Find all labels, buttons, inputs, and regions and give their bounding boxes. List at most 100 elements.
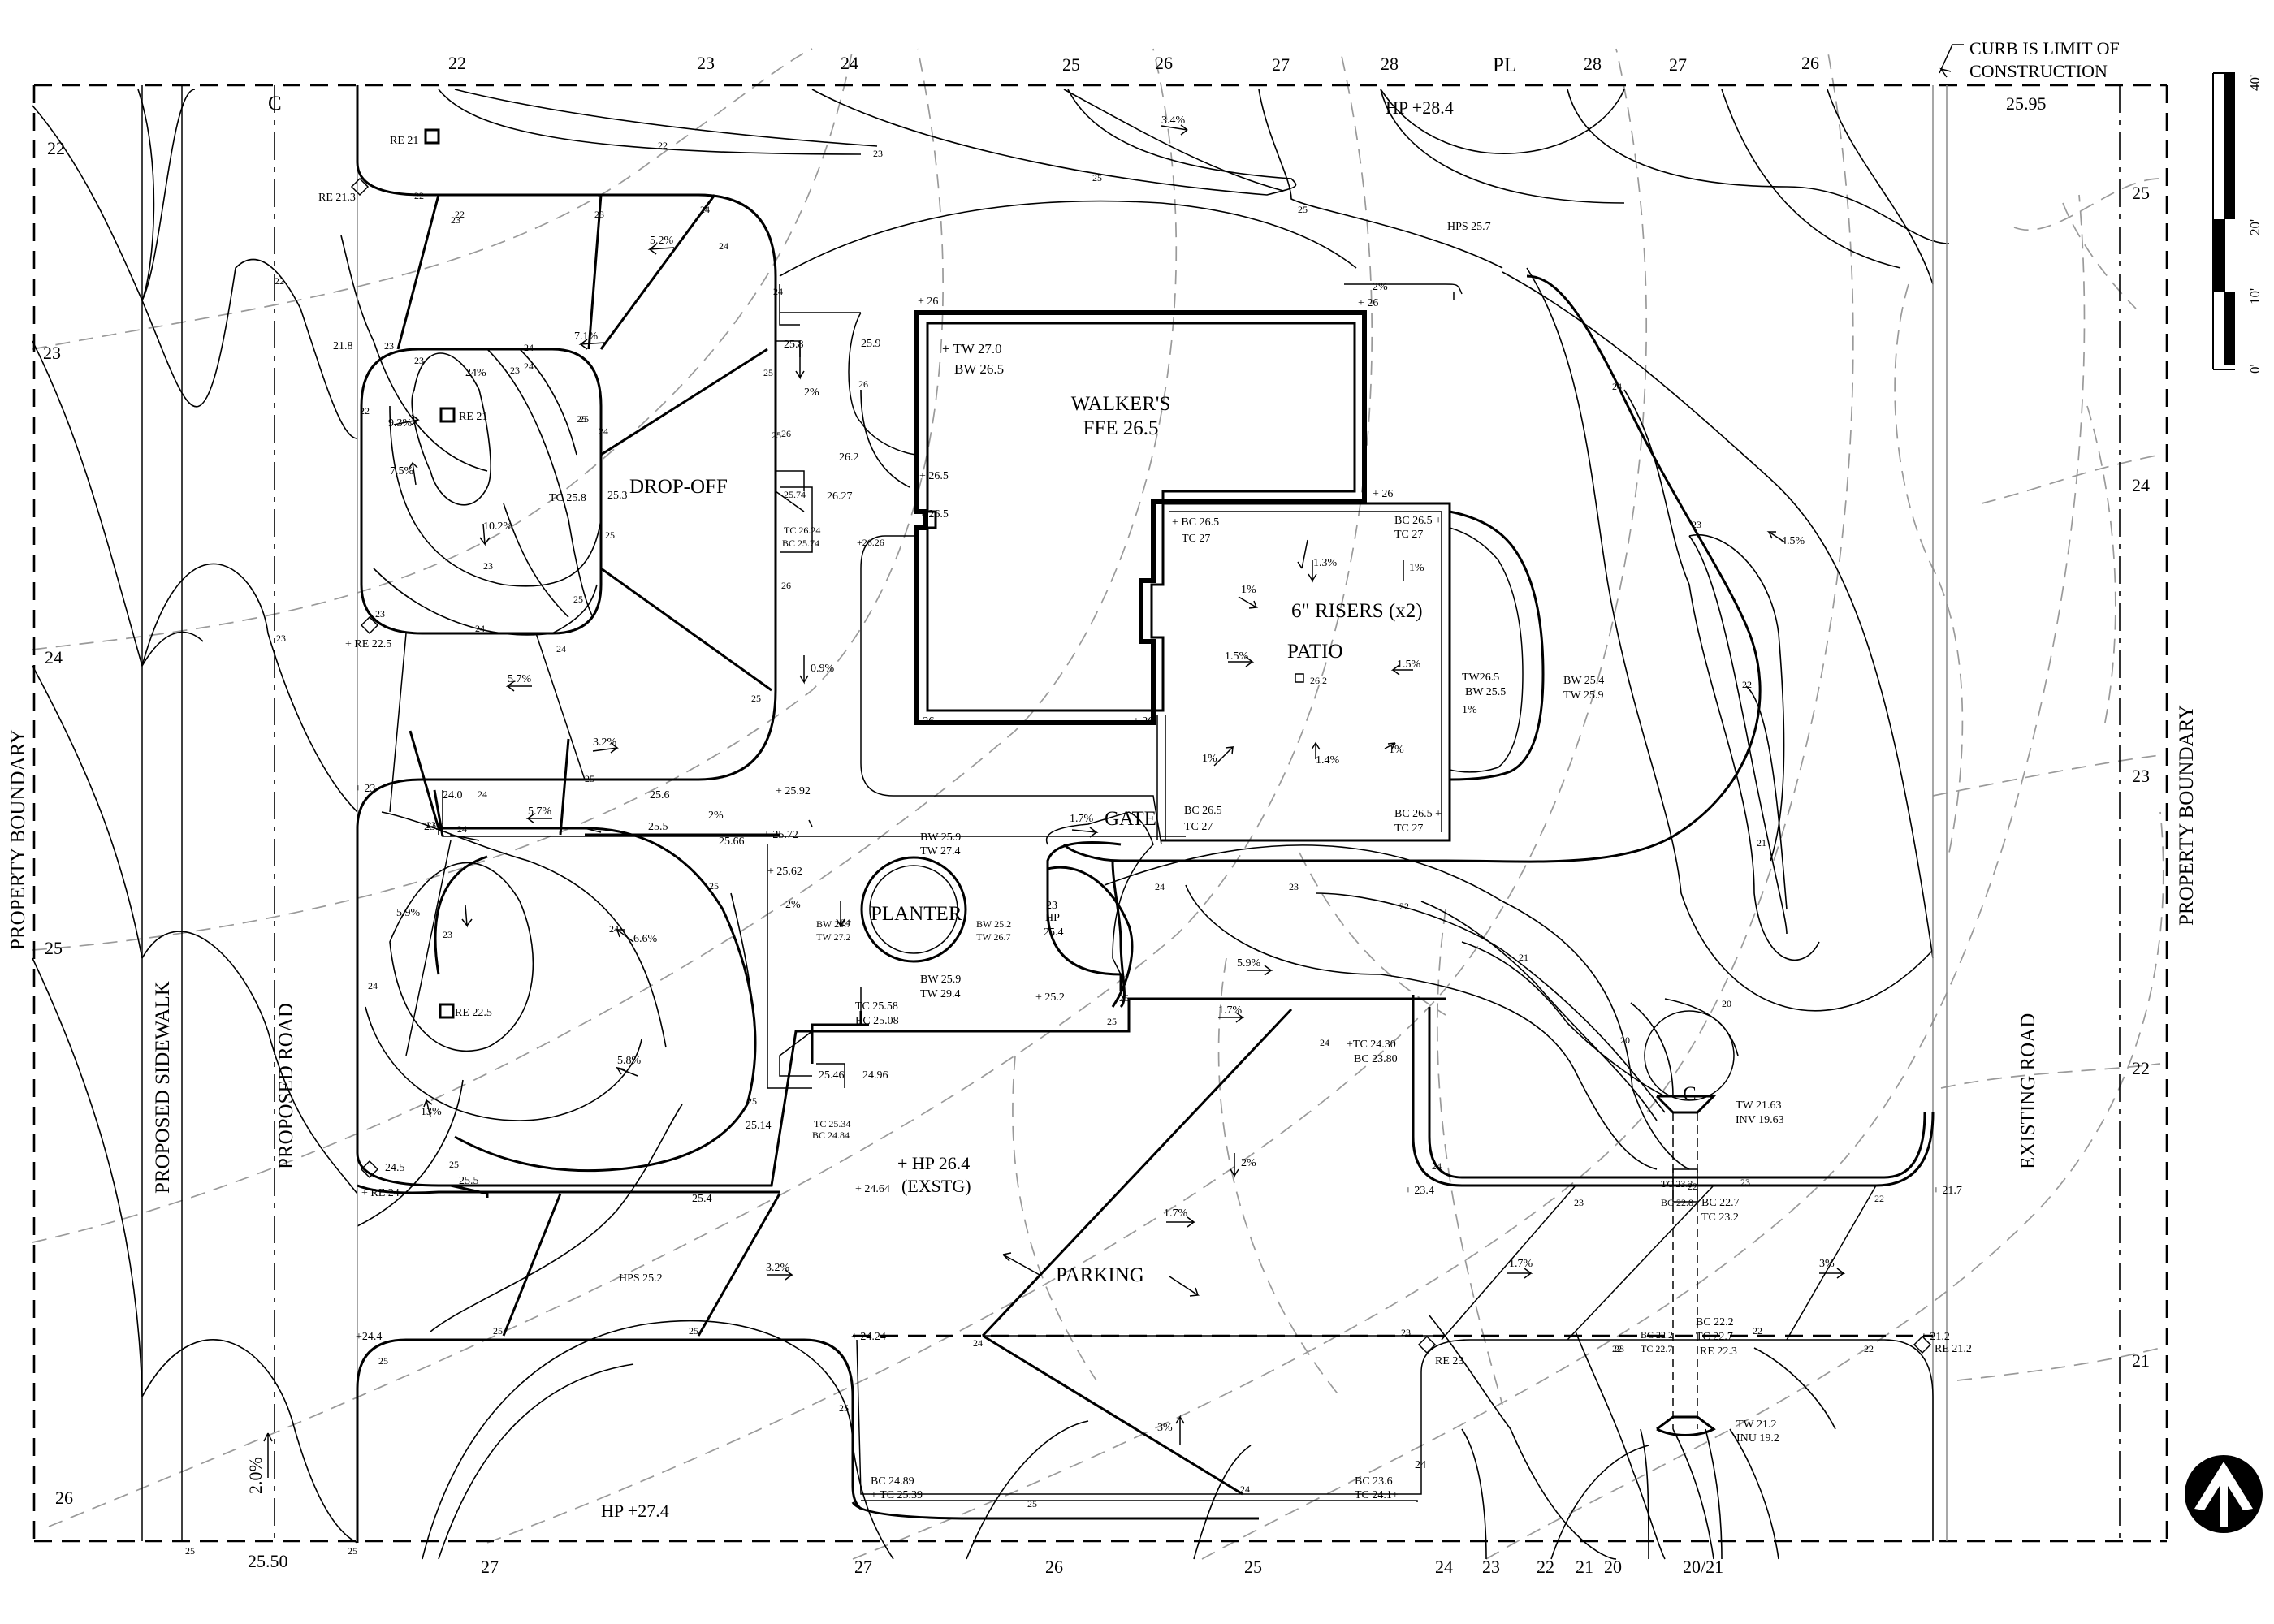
boundaries bbox=[32, 84, 2168, 1543]
svg-text:TW 25.9: TW 25.9 bbox=[1563, 689, 1604, 702]
svg-text:HP +28.4: HP +28.4 bbox=[1386, 97, 1454, 118]
svg-text:RE 22.3: RE 22.3 bbox=[1700, 1345, 1737, 1358]
svg-text:25: 25 bbox=[1027, 1498, 1037, 1510]
svg-text:25.66: 25.66 bbox=[719, 836, 745, 848]
svg-text:BC 26.5: BC 26.5 bbox=[1184, 805, 1222, 817]
svg-text:26.2: 26.2 bbox=[839, 451, 859, 464]
svg-text:BC 22.7: BC 22.7 bbox=[1701, 1197, 1740, 1209]
svg-text:25.14: 25.14 bbox=[746, 1120, 772, 1132]
svg-text:25: 25 bbox=[709, 880, 719, 892]
svg-text:TC 27: TC 27 bbox=[1184, 821, 1213, 833]
svg-text:5.7%: 5.7% bbox=[508, 673, 532, 685]
svg-text:+26.26: +26.26 bbox=[857, 537, 884, 548]
svg-text:25: 25 bbox=[1244, 1557, 1262, 1577]
svg-text:25.6: 25.6 bbox=[650, 789, 670, 801]
svg-text:RE 23: RE 23 bbox=[1435, 1355, 1463, 1367]
svg-text:1.7%: 1.7% bbox=[1164, 1207, 1188, 1220]
svg-text:TC 27: TC 27 bbox=[1182, 533, 1210, 545]
svg-text:23: 23 bbox=[451, 214, 460, 226]
svg-text:22: 22 bbox=[2132, 1058, 2150, 1078]
svg-text:23: 23 bbox=[375, 608, 385, 620]
svg-text:BW 25.9: BW 25.9 bbox=[920, 974, 961, 986]
svg-text:3.2%: 3.2% bbox=[766, 1262, 790, 1274]
svg-text:23: 23 bbox=[873, 148, 883, 159]
svg-text:TC 24.1+: TC 24.1+ bbox=[1355, 1489, 1399, 1501]
svg-text:24: 24 bbox=[475, 623, 485, 634]
svg-text:23: 23 bbox=[1289, 881, 1299, 892]
svg-text:23: 23 bbox=[1740, 1177, 1750, 1188]
svg-text:+ 25.72: + 25.72 bbox=[763, 829, 798, 841]
svg-text:(EXSTG): (EXSTG) bbox=[901, 1176, 971, 1196]
svg-text:13%: 13% bbox=[421, 1106, 442, 1118]
svg-text:+ RE 22.5: + RE 22.5 bbox=[345, 638, 391, 650]
svg-text:23: 23 bbox=[510, 365, 520, 376]
risers-label: 6" RISERS (x2) bbox=[1291, 600, 1423, 622]
svg-text:21: 21 bbox=[1519, 952, 1528, 963]
svg-text:1.3%: 1.3% bbox=[1313, 557, 1338, 569]
svg-text:25: 25 bbox=[573, 594, 583, 605]
svg-text:22: 22 bbox=[275, 275, 284, 287]
svg-text:BW 25.7: BW 25.7 bbox=[816, 918, 851, 930]
svg-text:7.1%: 7.1% bbox=[574, 330, 599, 343]
svg-text:1%: 1% bbox=[1241, 584, 1256, 596]
svg-text:22: 22 bbox=[1864, 1343, 1874, 1354]
patio bbox=[1163, 502, 1451, 842]
svg-text:10': 10' bbox=[2247, 288, 2263, 304]
svg-text:25.74: 25.74 bbox=[784, 489, 806, 500]
svg-text:5.2%: 5.2% bbox=[650, 235, 674, 247]
svg-text:25: 25 bbox=[747, 1095, 757, 1107]
svg-text:1%: 1% bbox=[1389, 744, 1404, 756]
scale-bar bbox=[2212, 72, 2235, 370]
svg-text:3%: 3% bbox=[1819, 1258, 1835, 1270]
svg-text:+ 26: + 26 bbox=[1373, 488, 1393, 500]
svg-text:26: 26 bbox=[1045, 1557, 1063, 1577]
svg-text:TC 27: TC 27 bbox=[1394, 529, 1423, 541]
road-slope: 2.0% bbox=[245, 1457, 266, 1494]
svg-text:TC 23.2: TC 23.2 bbox=[1701, 1212, 1739, 1224]
svg-text:23: 23 bbox=[43, 343, 61, 363]
svg-text:27: 27 bbox=[854, 1557, 872, 1577]
svg-text:RE 22.5: RE 22.5 bbox=[455, 1007, 492, 1019]
svg-text:+ 25.62: + 25.62 bbox=[767, 866, 802, 878]
svg-text:TC 22.7: TC 22.7 bbox=[1696, 1331, 1733, 1343]
svg-text:24: 24 bbox=[841, 917, 850, 928]
svg-text:23: 23 bbox=[276, 633, 286, 644]
svg-text:22: 22 bbox=[1399, 901, 1409, 912]
svg-text:4.5%: 4.5% bbox=[1781, 535, 1805, 547]
building bbox=[914, 310, 1367, 725]
svg-text:25: 25 bbox=[449, 1159, 459, 1170]
svg-text:RE 21: RE 21 bbox=[459, 411, 487, 423]
svg-text:24: 24 bbox=[524, 342, 534, 353]
svg-text:40': 40' bbox=[2247, 75, 2263, 91]
svg-text:25: 25 bbox=[839, 1402, 849, 1414]
planter-elevations: BW 25.9 TW 27.4 BW 25.7 TW 27.2 BW 25.2 … bbox=[816, 831, 1011, 1000]
svg-text:25: 25 bbox=[1092, 172, 1102, 184]
svg-text:TW 27.4: TW 27.4 bbox=[920, 845, 961, 857]
left-contour-labels: 22 23 24 25 26 bbox=[43, 138, 73, 1508]
spot-elevations: + 25.92 + 25.72 + 25.62 25.66 25.5 25.6 … bbox=[333, 338, 1962, 1471]
svg-text:22: 22 bbox=[1874, 1193, 1884, 1204]
existing-contours bbox=[32, 48, 2164, 1560]
svg-text:+ 26.5: + 26.5 bbox=[919, 508, 949, 520]
svg-text:+ 26: + 26 bbox=[914, 715, 934, 728]
svg-text:23: 23 bbox=[384, 340, 394, 352]
svg-text:24.0: 24.0 bbox=[443, 789, 463, 801]
svg-text:TC 25.58: TC 25.58 bbox=[855, 1000, 898, 1013]
high-points: HP +28.4 25.95 + HP 26.4 (EXSTG) + 24.64… bbox=[601, 93, 2047, 1521]
svg-text:+ BC 26.5: + BC 26.5 bbox=[1172, 516, 1219, 529]
svg-text:23: 23 bbox=[1401, 1327, 1411, 1338]
svg-text:25.3: 25.3 bbox=[607, 490, 628, 502]
property-line-label: PL bbox=[1493, 54, 1516, 76]
svg-text:22: 22 bbox=[455, 209, 465, 220]
svg-text:TW26.5: TW26.5 bbox=[1462, 672, 1499, 684]
svg-text:+ 26: + 26 bbox=[918, 296, 938, 308]
svg-text:BC 23.80: BC 23.80 bbox=[1354, 1053, 1398, 1065]
svg-text:22: 22 bbox=[47, 138, 65, 158]
svg-text:25: 25 bbox=[751, 693, 761, 704]
right-contour-labels: 25 24 23 22 21 bbox=[2132, 183, 2150, 1371]
building-elevations: + TW 27.0 BW 26.5 + 26 + 26 + 26 + 26.5 … bbox=[914, 296, 1393, 728]
proposed-contours bbox=[32, 89, 1950, 1560]
svg-text:24: 24 bbox=[841, 53, 858, 73]
svg-text:26.2: 26.2 bbox=[1310, 675, 1327, 686]
